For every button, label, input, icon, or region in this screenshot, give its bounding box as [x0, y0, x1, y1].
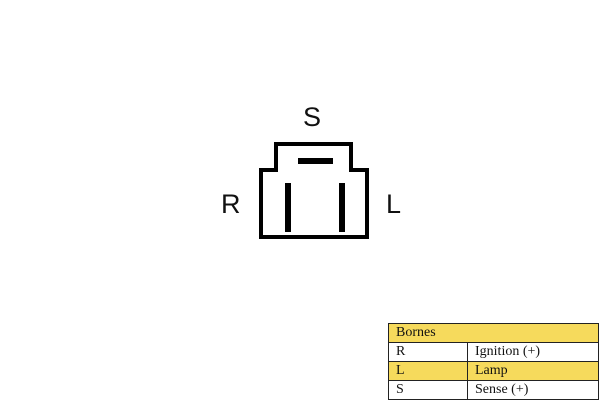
legend-row: R Ignition (+)	[388, 342, 599, 362]
legend-row: S Sense (+)	[388, 380, 599, 400]
connector-outline	[259, 142, 369, 239]
legend-terminal: L	[388, 361, 468, 381]
label-r: R	[221, 189, 241, 219]
legend-description: Ignition (+)	[467, 342, 599, 362]
legend-terminal: S	[388, 380, 468, 400]
legend-header: Bornes	[388, 323, 599, 343]
legend-header-row: Bornes	[388, 323, 599, 343]
pin-l	[339, 183, 345, 232]
label-s: S	[303, 102, 322, 132]
pin-r	[285, 183, 291, 232]
legend-terminal: R	[388, 342, 468, 362]
legend-row: L Lamp	[388, 361, 599, 381]
terminal-legend-table: Bornes R Ignition (+) L Lamp S Sense (+)	[388, 323, 599, 400]
legend-description: Sense (+)	[467, 380, 599, 400]
pin-s	[298, 158, 333, 164]
legend-description: Lamp	[467, 361, 599, 381]
label-l: L	[386, 189, 402, 219]
